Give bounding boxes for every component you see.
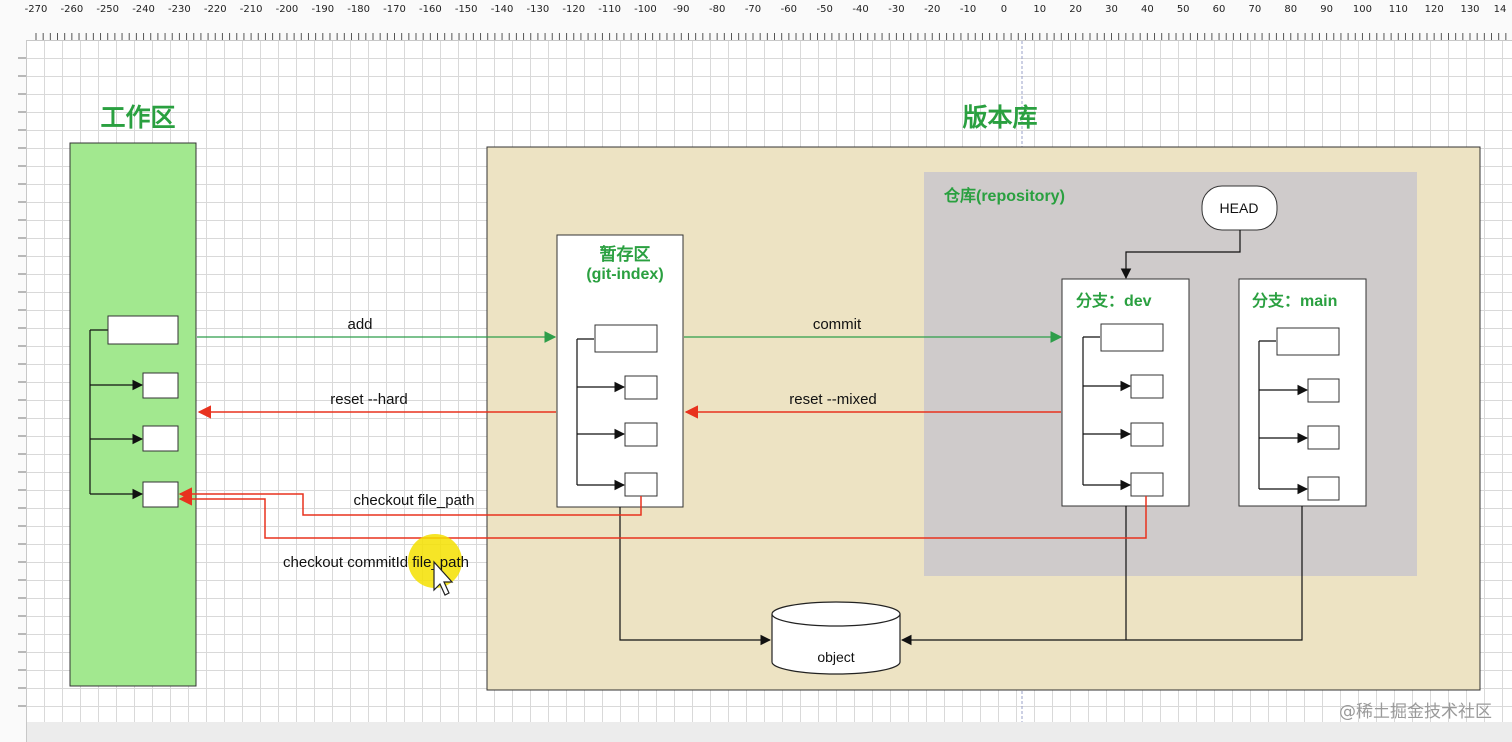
ruler-tick-label: -30 [888, 4, 905, 15]
branch-main-panel[interactable] [1238, 278, 1367, 507]
ruler-tick-label: 80 [1284, 4, 1298, 15]
ruler-tick-label: 10 [1033, 4, 1047, 15]
ruler-tick-label: -150 [454, 4, 478, 15]
mouse-pointer-icon [433, 560, 454, 596]
ruler-tick-label: 14 [1493, 4, 1507, 15]
index-title: 暂存区 [600, 244, 651, 265]
main-root-node[interactable] [1276, 327, 1340, 356]
ruler-tick-label: 120 [1424, 4, 1444, 15]
ruler-tick-label: -20 [924, 4, 941, 15]
index-panel[interactable] [556, 234, 684, 508]
checkout-commit-arrow [178, 492, 1147, 539]
ruler-tick-label: 20 [1069, 4, 1083, 15]
ruler-tick-label: -60 [780, 4, 798, 15]
ruler-tick-label: -240 [132, 4, 155, 15]
index-file-node[interactable] [624, 422, 658, 447]
workspace-title: 工作区 [100, 103, 175, 132]
cursor-highlight [408, 534, 462, 588]
index-file-node[interactable] [624, 472, 658, 497]
branch-dev-tree [1082, 336, 1132, 491]
index-tree [576, 338, 626, 491]
index-root-node[interactable] [594, 324, 658, 353]
branches-to-object-arrow [900, 506, 1303, 646]
object-database-icon[interactable] [771, 601, 901, 675]
ruler-tick-label: -130 [526, 4, 550, 15]
ruler-tick-label: -160 [418, 4, 442, 15]
reset-hard-label: reset --hard [330, 391, 408, 408]
branch-dev-panel[interactable] [1061, 278, 1190, 507]
repository-label: 仓库(repository) [943, 186, 1065, 205]
vertical-ruler [0, 40, 27, 742]
object-label: object [817, 649, 854, 665]
workspace-file-node[interactable] [142, 425, 179, 452]
dev-file-node[interactable] [1130, 422, 1164, 447]
ruler-tick-label: -230 [168, 4, 191, 15]
ruler-tick-label: -140 [490, 4, 514, 15]
dev-file-node[interactable] [1130, 472, 1164, 497]
ruler-tick-label: -80 [708, 4, 726, 15]
head-label: HEAD [1220, 200, 1259, 216]
ruler-tick-label: 100 [1352, 4, 1372, 15]
ruler-tick-label: -190 [311, 4, 335, 15]
ruler-tick-label: 0 [1000, 4, 1008, 15]
ruler-tick-label: -270 [24, 4, 48, 15]
ruler-tick-label: -40 [852, 4, 869, 15]
ruler-tick-label: 30 [1105, 4, 1118, 15]
branch-main-tree [1258, 340, 1309, 495]
main-file-node[interactable] [1307, 476, 1340, 501]
index-to-object-arrow [619, 507, 772, 646]
index-subtitle: (git-index) [586, 266, 663, 283]
workspace-tree [89, 329, 144, 500]
ruler-tick-label: -210 [239, 4, 263, 15]
ruler-tick-label: -250 [96, 4, 120, 15]
ruler-tick-label: -100 [634, 4, 657, 15]
ruler-tick-label: -120 [562, 4, 586, 15]
workspace-file-node[interactable] [142, 481, 179, 508]
horizontal-scrollbar[interactable] [27, 722, 1512, 742]
repo-area-title: 版本库 [961, 103, 1037, 132]
ruler-tick-label: -70 [744, 4, 762, 15]
ruler-tick-label: -110 [598, 4, 621, 15]
workspace-root-node[interactable] [107, 315, 179, 345]
ruler-tick-label: 70 [1248, 4, 1262, 15]
reset-mixed-label: reset --mixed [789, 391, 877, 408]
index-file-node[interactable] [624, 375, 658, 400]
ruler-tick-label: 60 [1212, 4, 1226, 15]
checkout-file-arrow [178, 487, 642, 516]
ruler-tick-label: -260 [60, 4, 84, 15]
ruler-tick-label: -170 [383, 4, 406, 15]
ruler-tick-label: 40 [1140, 4, 1154, 15]
watermark: @稀土掘金技术社区 [1339, 702, 1492, 722]
checkout-file-label: checkout file_path [354, 492, 475, 509]
head-pointer-arrow [1120, 230, 1241, 280]
ruler-ticks [35, 33, 1507, 40]
workspace-panel[interactable] [69, 142, 197, 687]
ruler-tick-label: -180 [347, 4, 370, 15]
dev-file-node[interactable] [1130, 374, 1164, 399]
ruler-tick-label: 110 [1388, 4, 1408, 15]
ruler-tick-label: -200 [275, 4, 299, 15]
ruler-tick-label: -220 [203, 4, 227, 15]
commit-label: commit [813, 316, 862, 333]
ruler-tick-label: -10 [959, 4, 977, 15]
vertical-ruler-ticks [18, 57, 26, 707]
branch-main-label: 分支：main [1252, 291, 1337, 310]
dev-root-node[interactable] [1100, 323, 1164, 352]
ruler-tick-label: 50 [1176, 4, 1190, 15]
horizontal-ruler [0, 0, 1512, 41]
ruler-tick-label: 90 [1320, 4, 1333, 15]
ruler-tick-label: -90 [673, 4, 690, 15]
checkout-commit-label: checkout commitId file_path [283, 554, 469, 571]
ruler-tick-label: -50 [816, 4, 833, 15]
main-file-node[interactable] [1307, 425, 1340, 450]
ruler-tick-label: 130 [1460, 4, 1480, 15]
branch-dev-label: 分支：dev [1076, 291, 1152, 310]
main-file-node[interactable] [1307, 378, 1340, 403]
workspace-file-node[interactable] [142, 372, 179, 399]
add-label: add [347, 316, 372, 333]
